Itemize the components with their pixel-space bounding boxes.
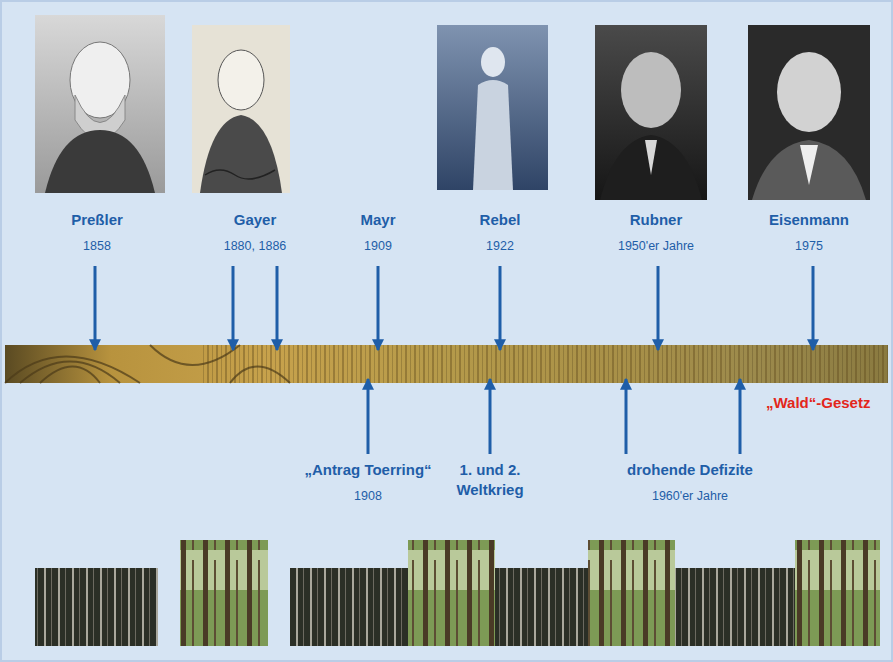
portrait-eisenmann	[748, 25, 870, 200]
label-slot: 1909	[364, 238, 392, 254]
label-slot: Gayer	[234, 210, 277, 230]
portrait-gayer	[192, 25, 290, 193]
portrait-rubner	[595, 25, 707, 200]
label-slot: „Wald“-Gesetz	[766, 393, 870, 413]
label-slot: 1880, 1886	[224, 238, 287, 254]
portrait-rebel	[437, 25, 548, 190]
label-slot: 1950'er Jahre	[618, 238, 694, 254]
label-slot: 1858	[83, 238, 111, 254]
person-name: Rubner	[630, 210, 683, 230]
label-slot: Mayr	[360, 210, 395, 230]
label-slot: 1908	[354, 488, 382, 504]
label-slot: 1960'er Jahre	[652, 488, 728, 504]
forest-photos	[35, 540, 880, 646]
label-slot: Rubner	[630, 210, 683, 230]
person-name: Preßler	[71, 210, 123, 230]
leader-arrows-up	[368, 379, 740, 454]
label-slot: 1975	[795, 238, 823, 254]
wood-bar	[5, 345, 888, 383]
person-name: Eisenmann	[769, 210, 849, 230]
year: 1858	[83, 238, 111, 254]
label-slot: „Antrag Toerring“	[304, 460, 431, 480]
year: 1880, 1886	[224, 238, 287, 254]
label-slot: 1922	[486, 238, 514, 254]
year: 1960'er Jahre	[652, 488, 728, 504]
label-slot: Rebel	[480, 210, 521, 230]
label-slot: Eisenmann	[769, 210, 849, 230]
label-slot: 1. und 2. Weltkrieg	[444, 460, 536, 499]
person-name: Rebel	[480, 210, 521, 230]
label-slot: drohende Defizite	[627, 460, 753, 480]
label-slot: Preßler	[71, 210, 123, 230]
person-name: Mayr	[360, 210, 395, 230]
year: 1908	[354, 488, 382, 504]
event-label: 1. und 2. Weltkrieg	[444, 460, 536, 499]
year: 1922	[486, 238, 514, 254]
leader-arrows-down	[95, 266, 813, 350]
event-label: drohende Defizite	[627, 460, 753, 480]
portrait-pressler	[35, 15, 165, 193]
year: 1975	[795, 238, 823, 254]
law-label: „Wald“-Gesetz	[766, 393, 870, 413]
event-label: „Antrag Toerring“	[304, 460, 431, 480]
year: 1950'er Jahre	[618, 238, 694, 254]
year: 1909	[364, 238, 392, 254]
person-name: Gayer	[234, 210, 277, 230]
